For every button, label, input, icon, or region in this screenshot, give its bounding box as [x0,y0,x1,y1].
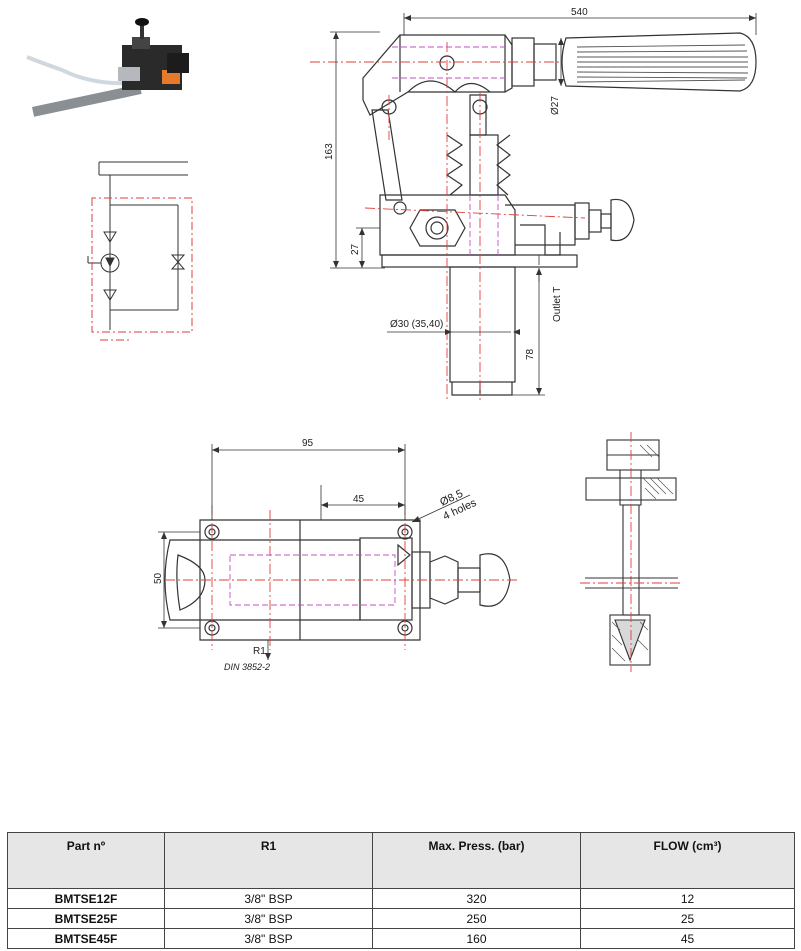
header-part-no: Part nº [7,832,165,889]
top-view-dimensions [158,444,471,660]
section-hatch [611,444,674,662]
dimension-diameter-27: Ø27 [550,96,561,115]
side-view-outline [362,32,757,396]
section-centerlines [580,432,682,672]
cell-r1: 3/8" BSP [164,888,373,909]
schematic-boundary [91,197,193,341]
dimension-95: 95 [302,438,314,449]
section-break [585,577,678,589]
cell-part-no: BMTSE25F [7,908,165,929]
table-row: BMTSE25F 3/8" BSP 250 25 [7,908,795,929]
side-view-dimension-arrows [333,15,756,395]
side-view-dimensions [330,13,757,396]
dimension-78: 78 [525,348,536,360]
dimension-50: 50 [153,572,164,584]
table-header-row: Part nº R1 Max. Press. (bar) FLOW (cm³) [7,832,795,889]
cell-part-no: BMTSE12F [7,888,165,909]
cell-max-press: 250 [372,908,581,929]
header-flow: FLOW (cm³) [580,832,795,889]
cell-part-no: BMTSE45F [7,928,165,949]
top-view-dimension-arrows [161,447,420,660]
section-detail [585,439,677,666]
top-view-centerlines [165,505,520,650]
port-r1-label: R1 [253,646,266,657]
dimension-diameter-30: Ø30 (35,40) [390,319,443,330]
dimension-27-height: 27 [350,243,361,255]
cell-max-press: 320 [372,888,581,909]
cell-flow: 25 [580,908,795,929]
standard-label: DIN 3852-2 [224,662,270,672]
product-photo [22,15,207,130]
dimension-540: 540 [571,7,588,18]
cell-flow: 12 [580,888,795,909]
header-max-press: Max. Press. (bar) [372,832,581,889]
table-row: BMTSE12F 3/8" BSP 320 12 [7,888,795,909]
cell-r1: 3/8" BSP [164,928,373,949]
cell-r1: 3/8" BSP [164,908,373,929]
side-view-centerlines [310,42,586,400]
dimension-45: 45 [353,494,365,505]
header-r1: R1 [164,832,373,889]
cell-flow: 45 [580,928,795,949]
spec-table: Part nº R1 Max. Press. (bar) FLOW (cm³) … [7,832,795,949]
side-view-hidden-lines [392,46,505,255]
cell-max-press: 160 [372,928,581,949]
spec-table-grid: Part nº R1 Max. Press. (bar) FLOW (cm³) … [7,832,795,949]
hydraulic-schematic [87,161,188,330]
table-row: BMTSE45F 3/8" BSP 160 45 [7,928,795,949]
dimension-163: 163 [324,143,335,160]
top-view-hidden-lines [229,554,396,606]
outlet-label: Outlet T [552,287,563,322]
handle-grip-lines [576,44,749,83]
